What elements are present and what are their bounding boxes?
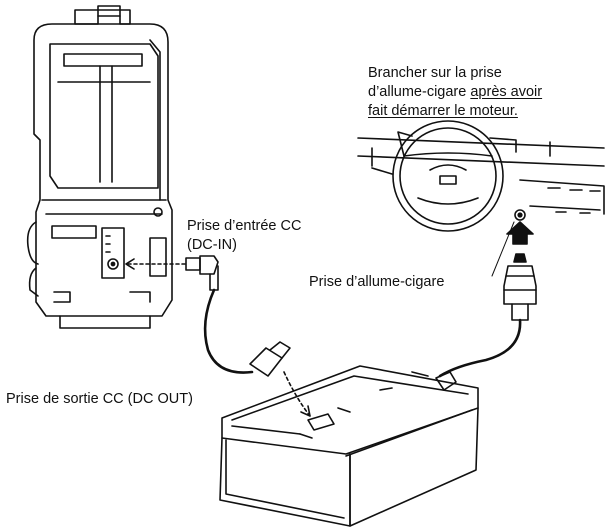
car-dashboard-illustration	[357, 120, 605, 232]
instruction-note: Brancher sur la prise d’allume-cigare ap…	[368, 64, 542, 121]
cigar-plug	[503, 253, 537, 321]
label-dc-out: Prise de sortie CC (DC OUT)	[6, 391, 193, 407]
arrow-dc-in	[125, 258, 186, 270]
instruction-note-line2-text: d’allume-cigare	[368, 84, 471, 100]
adapter-box-illustration	[219, 365, 479, 527]
leader-cigar-socket	[491, 221, 515, 277]
arrow-cigar-socket	[506, 221, 534, 245]
dc-out-plug	[249, 341, 291, 377]
instruction-note-line3: fait démarrer le moteur.	[368, 103, 518, 119]
device-back-illustration	[26, 5, 173, 329]
cable-cigar	[438, 318, 522, 378]
instruction-note-line1: Brancher sur la prise	[368, 65, 502, 81]
label-dc-in-line1: Prise d’entrée CC	[187, 218, 302, 234]
cable-dc	[203, 288, 254, 374]
instruction-note-line2-underlined: après avoir	[470, 84, 543, 100]
label-dc-in-line2: (DC-IN)	[187, 237, 237, 253]
label-cigar-socket: Prise d’allume-cigare	[309, 274, 445, 290]
dc-in-plug	[185, 255, 219, 291]
instruction-note-line2: d’allume-cigare après avoir	[368, 83, 542, 102]
label-dc-in: Prise d’entrée CC (DC-IN)	[187, 217, 301, 255]
